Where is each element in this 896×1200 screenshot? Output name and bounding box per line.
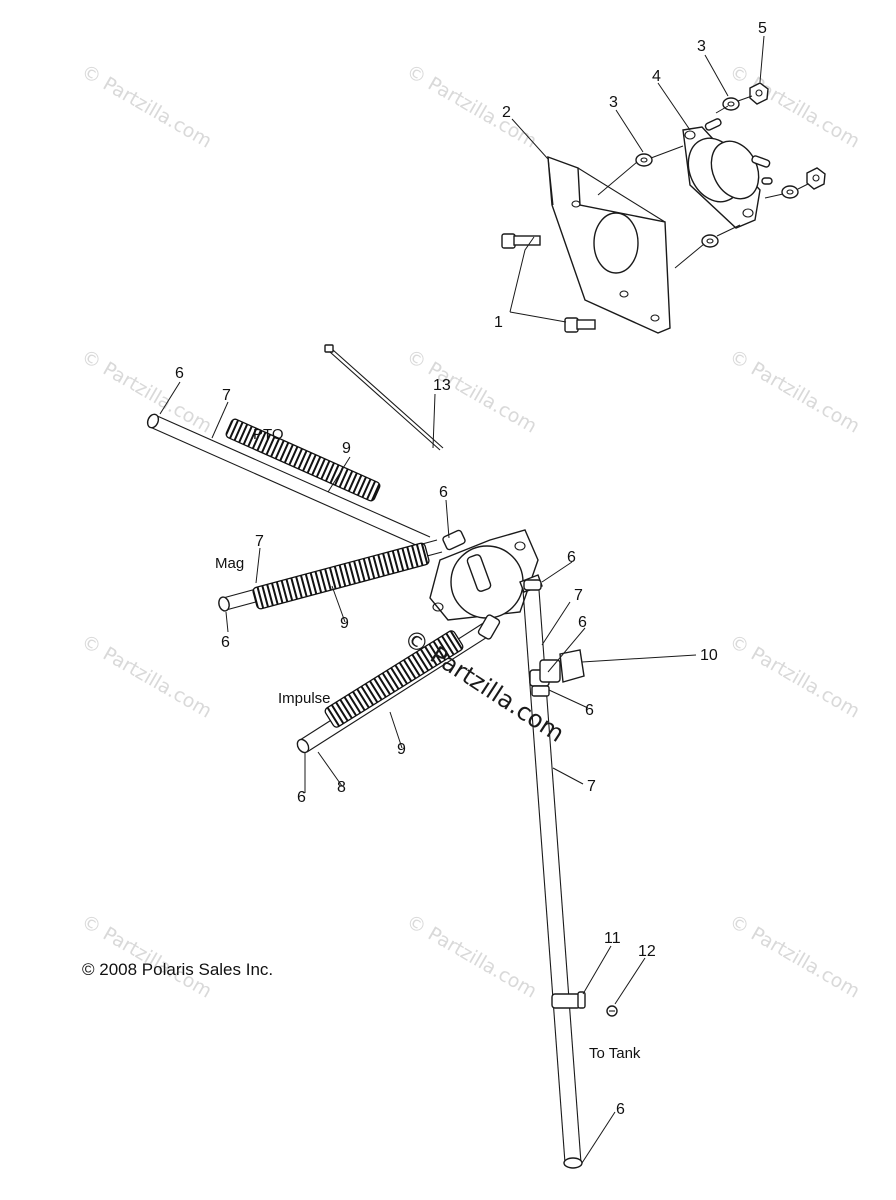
callout-6: 6: [297, 789, 306, 806]
callout-labels: 1 2 3 3 4 5 6 7 9 13 6 7 6 9 6 7 6 10 6 …: [175, 20, 767, 1118]
watermark: © Partzilla.com: [726, 60, 864, 152]
callout-7: 7: [222, 387, 231, 404]
callout-6: 6: [221, 634, 230, 651]
callout-6: 6: [585, 702, 594, 719]
callout-7: 7: [574, 587, 583, 604]
callout-2: 2: [502, 104, 511, 121]
callout-11: 11: [604, 930, 621, 947]
pto-hose: [146, 413, 431, 550]
washer: [635, 153, 653, 167]
bracket-assembly: [501, 82, 826, 334]
callout-8: 8: [337, 779, 346, 796]
impulse-spring-guard: [324, 630, 464, 728]
fuel-pump: [682, 118, 773, 229]
watermark: © Partzilla.com: [403, 345, 541, 437]
callout-9: 9: [340, 615, 349, 632]
washer: [781, 185, 799, 199]
callout-3: 3: [609, 94, 618, 111]
callout-1: 1: [494, 314, 503, 331]
watermark: © Partzilla.com: [403, 60, 541, 152]
primer-pump: [429, 529, 543, 640]
callout-10: 10: [700, 647, 718, 664]
callout-12: 12: [638, 943, 656, 960]
mag-hose: [218, 539, 443, 612]
impulse-hose: [296, 621, 493, 754]
callout-6: 6: [439, 484, 448, 501]
callout-7: 7: [255, 533, 264, 550]
callout-9: 9: [342, 440, 351, 457]
hose-end: [563, 1157, 583, 1169]
watermark: © Partzilla.com: [726, 345, 864, 437]
callout-13: 13: [433, 377, 451, 394]
watermark: © Partzilla.com: [78, 910, 216, 1002]
watermark: © Partzilla.com: [726, 910, 864, 1002]
shut-off-valve: [539, 649, 585, 683]
watermark: © Partzilla.com: [78, 60, 216, 152]
watermark: © Partzilla.com: [78, 630, 216, 722]
captions: PTO Mag Impulse To Tank: [215, 426, 641, 1062]
watermark: © Partzilla.com: [78, 345, 216, 437]
nut: [749, 82, 769, 105]
fuel-line-to-tank: [522, 579, 583, 1169]
leader-lines: [159, 35, 765, 1164]
callout-6: 6: [578, 614, 587, 631]
bolt: [501, 233, 541, 249]
callout-6: 6: [616, 1101, 625, 1118]
pto-spring-guard: [225, 418, 381, 502]
caption-pto: PTO: [253, 426, 284, 443]
watermark: © Partzilla.com: [726, 630, 864, 722]
callout-5: 5: [758, 20, 767, 37]
nut: [806, 167, 826, 190]
callout-6: 6: [567, 549, 576, 566]
callout-3: 3: [697, 38, 706, 55]
hose-clamp: [551, 991, 586, 1009]
caption-mag: Mag: [215, 555, 244, 572]
callout-7: 7: [587, 778, 596, 795]
mag-spring-guard: [252, 542, 430, 610]
callout-6: 6: [175, 365, 184, 382]
watermark: © Partzilla.com: [403, 910, 541, 1002]
bolt: [564, 317, 596, 333]
cable-tie: [324, 344, 444, 451]
bracket-hole: [593, 212, 639, 274]
copyright-text: © 2008 Polaris Sales Inc.: [82, 960, 273, 979]
callout-9: 9: [397, 741, 406, 758]
screw: [606, 1005, 618, 1017]
washer: [722, 97, 740, 111]
washer: [701, 234, 719, 248]
caption-impulse: Impulse: [278, 690, 331, 707]
caption-to-tank: To Tank: [589, 1045, 641, 1062]
callout-4: 4: [652, 68, 661, 85]
